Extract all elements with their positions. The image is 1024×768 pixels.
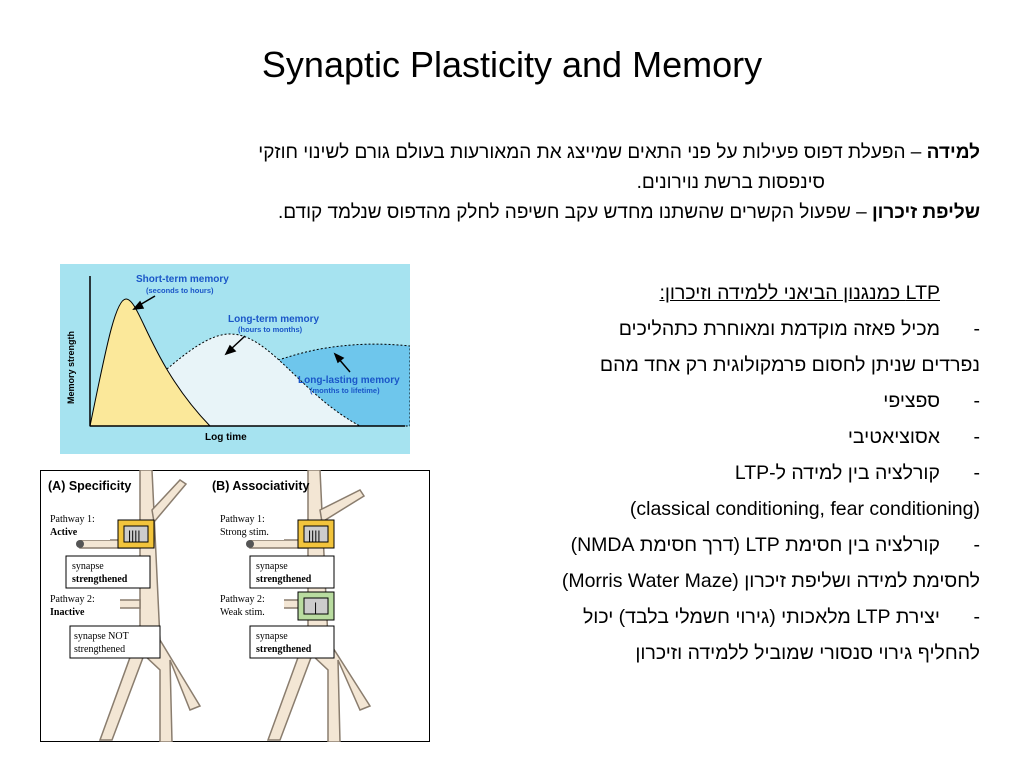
list-item: (classical conditioning, fear conditioni… — [440, 494, 980, 530]
bullet-dash: - — [973, 318, 981, 340]
b-pathway1-state: Strong stim. — [220, 527, 269, 538]
panel-b-labels: Pathway 1: Strong stim. synapse strength… — [216, 510, 335, 659]
list-item: להחליף גירוי סנסורי שמוביל ללמידה וזיכרו… — [440, 638, 980, 674]
a-pathway2-state: Inactive — [50, 607, 85, 618]
list-item-text: אסוציאטיבי — [847, 426, 940, 448]
b-pathway2-state: Weak stim. — [220, 607, 265, 618]
a-pathway1-label: Pathway 1: — [50, 514, 95, 525]
b-pathway2-box — [216, 590, 284, 620]
ltp-specificity-associativity-figure: |||| |||| | (A) Specificity (B) Associat… — [40, 470, 430, 742]
list-item: - מכיל פאזה מוקדמת ומאוחרת כתהליכים — [440, 314, 980, 350]
stim-inner-b2 — [303, 597, 329, 615]
list-item-text: ספציפי — [883, 390, 940, 412]
definitions-block: למידה – הפעלת דפוס פעילות על פני התאים ש… — [40, 138, 980, 228]
panel-a-title: (A) Specificity — [48, 479, 131, 493]
list-item: - קורלציה בין למידה ל-LTP — [440, 458, 980, 494]
bullet-dash: - — [973, 390, 981, 412]
retrieval-definition: שליפת זיכרון – שפעול הקשרים שהשתנו מחדש … — [40, 198, 980, 228]
stim-inner-a1 — [123, 525, 149, 543]
a-syn2-box — [69, 625, 161, 659]
list-item: לחסימת למידה ושליפת זיכרון (Morris Water… — [440, 566, 980, 602]
b-syn2-line1: synapse — [256, 631, 288, 642]
memory-strength-chart: Memory strength Log time Short-term memo… — [60, 264, 410, 454]
panel-b-title: (B) Associativity — [212, 479, 310, 493]
bullet-dash: - — [973, 426, 981, 448]
retrieval-term: שליפת זיכרון — [871, 202, 980, 223]
stim-marks-b2: | — [314, 600, 317, 614]
panel-a-labels: Pathway 1: Active synapse strengthened P… — [46, 510, 161, 659]
learning-term: למידה — [926, 142, 980, 163]
list-item-text: קורלציה בין חסימת LTP (דרך חסימת NMDA) — [570, 534, 940, 556]
b-syn2-box — [249, 625, 335, 659]
a-pathway2-box — [46, 590, 120, 620]
long-term-label: Long-term memory — [228, 314, 320, 325]
ltp-list-header: LTP כמנגנון הביאני ללמידה וזיכרון: — [659, 282, 940, 304]
y-axis-label: Memory strength — [66, 331, 76, 404]
a-syn2-line1: synapse NOT — [74, 631, 129, 642]
annotation-arrows — [132, 295, 351, 373]
retrieval-text: – שפעול הקשרים שהשתנו מחדש עקב חשיפה לחל… — [277, 202, 872, 223]
a-syn1-line2: strengthened — [72, 574, 128, 585]
learning-text: – הפעלת דפוס פעילות על פני התאים שמייצג … — [258, 142, 927, 163]
stim-marks-b1: |||| — [308, 528, 320, 542]
long-lasting-label: Long-lasting memory — [298, 375, 400, 386]
stim-marks-a1: |||| — [128, 528, 140, 542]
list-item-text: לחסימת למידה ושליפת זיכרון (Morris Water… — [561, 570, 980, 592]
short-term-sublabel: (seconds to hours) — [146, 286, 214, 295]
slide-title: Synaptic Plasticity and Memory — [261, 44, 763, 85]
list-item: - יצירת LTP מלאכותי (גירוי חשמלי בלבד) יכ… — [440, 602, 980, 638]
list-item: - קורלציה בין חסימת LTP (דרך חסימת NMDA) — [440, 530, 980, 566]
b-syn1-box — [249, 555, 335, 589]
list-item: - ספציפי — [440, 386, 980, 422]
b-pathway1-box — [216, 510, 284, 540]
b-syn1-line2: strengthened — [256, 574, 312, 585]
a-syn2-line2: strengthened — [74, 644, 125, 655]
long-term-sublabel: (hours to months) — [238, 325, 303, 334]
long-lasting-sublabel: (months to lifetime) — [310, 386, 380, 395]
short-term-memory-curve — [89, 298, 212, 427]
a-syn1-line1: synapse — [72, 561, 104, 572]
x-axis-label: Log time — [205, 432, 247, 443]
ltp-list-lines: - מכיל פאזה מוקדמת ומאוחרת כתהליכים נפרדים… — [440, 314, 980, 674]
bullet-dash: - — [973, 606, 981, 628]
learning-definition-continuation: סינפסות ברשת נוירונים. — [636, 172, 825, 193]
list-item: נפרדים שניתן לחסום פרמקולוגית רק אחד מהם — [440, 350, 980, 386]
list-item-text: יצירת LTP מלאכותי (גירוי חשמלי בלבד) יכו… — [582, 606, 940, 628]
list-item-text: להחליף גירוי סנסורי שמוביל ללמידה וזיכרו… — [635, 642, 980, 664]
list-item-text: מכיל פאזה מוקדמת ומאוחרת כתהליכים — [618, 318, 940, 340]
list-item-text: נפרדים שניתן לחסום פרמקולוגית רק אחד מהם — [599, 354, 980, 376]
b-syn2-line2: strengthened — [256, 644, 312, 655]
b-syn1-line1: synapse — [256, 561, 288, 572]
b-pathway1-label: Pathway 1: — [220, 514, 265, 525]
bullet-dash: - — [973, 534, 981, 556]
a-pathway1-box — [46, 510, 110, 540]
bullet-dash: - — [973, 462, 981, 484]
ltp-points-list: LTP כמנגנון הביאני ללמידה וזיכרון: - מכיל… — [440, 278, 980, 674]
list-item-text: (classical conditioning, fear conditioni… — [629, 498, 980, 520]
b-pathway2-label: Pathway 2: — [220, 594, 265, 605]
a-pathway2-label: Pathway 2: — [50, 594, 95, 605]
learning-definition: למידה – הפעלת דפוס פעילות על פני התאים ש… — [40, 138, 980, 168]
a-pathway1-state: Active — [50, 527, 78, 538]
short-term-label: Short-term memory — [136, 274, 229, 285]
a-syn1-box — [65, 555, 151, 589]
stim-inner-b1 — [303, 525, 329, 543]
list-item: - אסוציאטיבי — [440, 422, 980, 458]
list-item-text: קורלציה בין למידה ל-LTP — [734, 462, 940, 484]
